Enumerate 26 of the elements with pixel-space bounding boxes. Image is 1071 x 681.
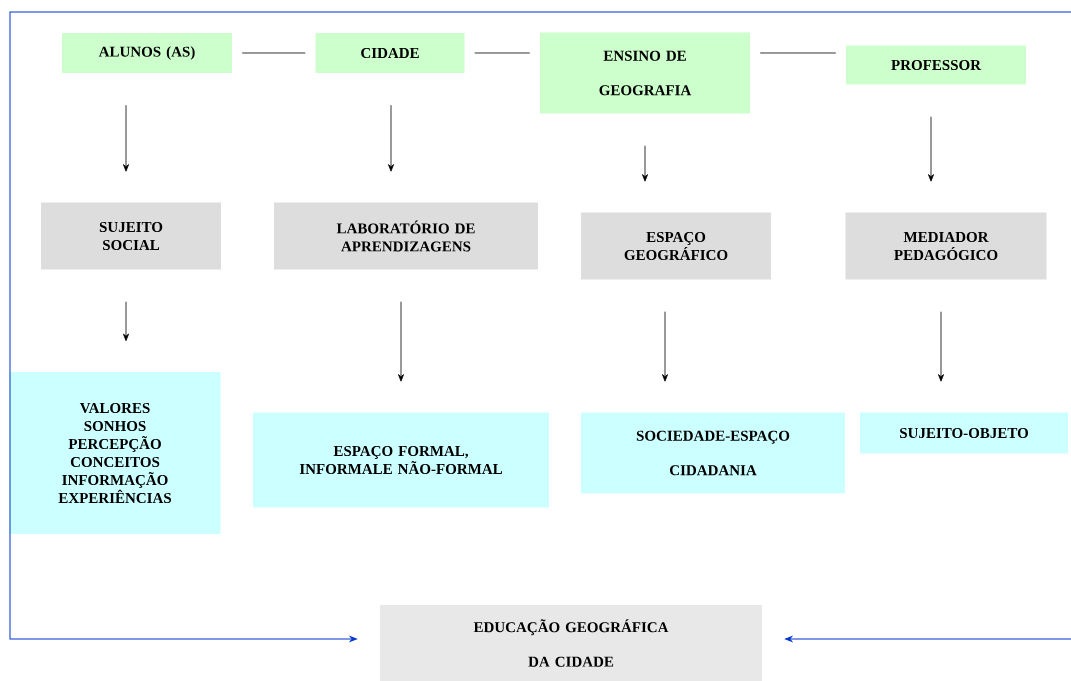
arrow <box>388 104 394 172</box>
arrow <box>123 104 129 172</box>
topic-box: ENSINO DE GEOGRAFIA <box>540 32 750 114</box>
topic-box: ALUNOS (AS) <box>62 33 232 73</box>
result-box: EDUCAÇÃO GEOGRÁFICA DA CIDADE <box>380 605 762 681</box>
concept-box: SUJEITO SOCIAL <box>41 202 221 270</box>
concept-box: ESPAÇO GEOGRÁFICO <box>581 212 771 280</box>
arrow <box>938 311 944 382</box>
arrow <box>642 145 648 182</box>
concept-box: LABORATÓRIO DE APRENDIZAGENS <box>274 202 538 270</box>
arrow <box>398 301 404 382</box>
detail-box: ESPAÇO FORMAL, INFORMALE NÃO-FORMAL <box>253 412 549 508</box>
arrow <box>785 636 1071 642</box>
connector-line <box>241 52 306 54</box>
detail-box: SUJEITO-OBJETO <box>860 412 1068 454</box>
connector-line <box>759 52 837 54</box>
detail-box: SOCIEDADE-ESPAÇO CIDADANIA <box>581 412 845 494</box>
arrow <box>9 11 1071 642</box>
detail-box: VALORES SONHOS PERCEPÇÃO CONCEITOS INFORMAÇÃO EXPERIÊNCIAS <box>9 372 221 534</box>
topic-box: PROFESSOR <box>846 45 1026 85</box>
concept-box: MEDIADOR PEDAGÓGICO <box>845 212 1047 280</box>
topic-box: CIDADE <box>315 33 465 73</box>
arrow <box>928 116 934 182</box>
arrow <box>123 301 129 342</box>
connector-line <box>474 52 531 54</box>
arrow <box>662 311 668 382</box>
